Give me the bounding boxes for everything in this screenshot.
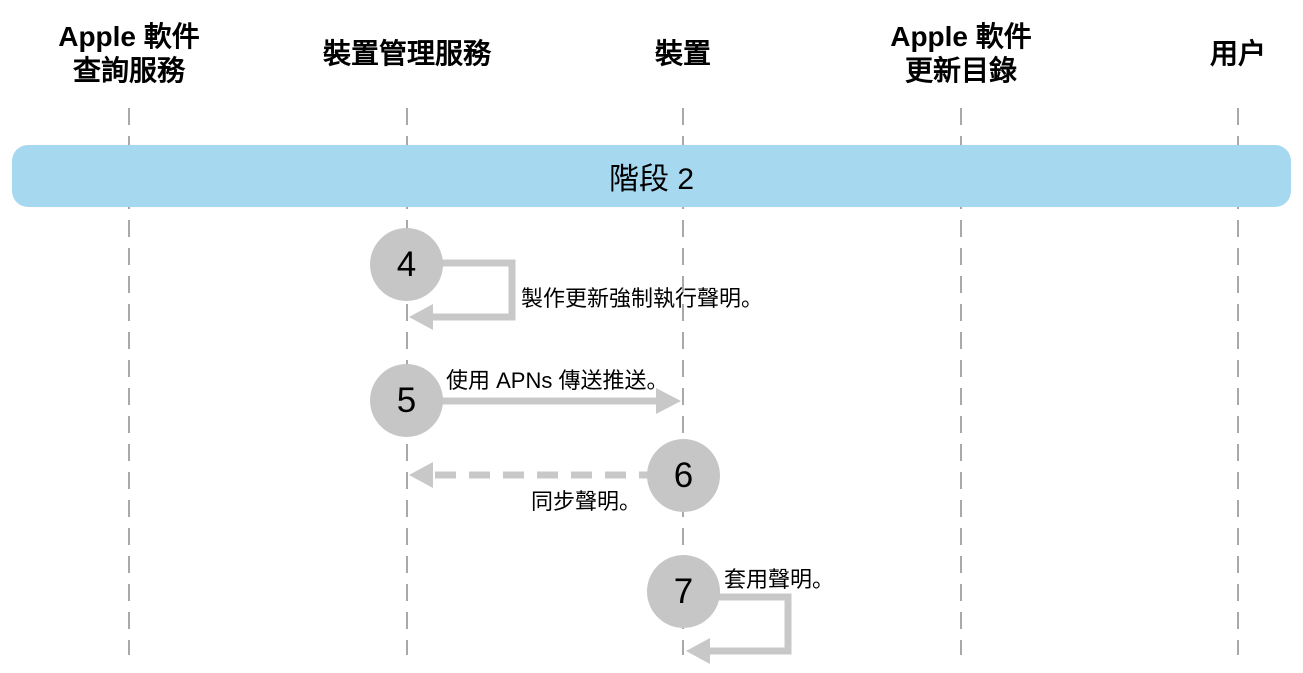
step7-label: 套用聲明。 — [724, 567, 835, 592]
lifeline-header-apple-software-lookup-service: Apple 軟件 查詢服務 — [58, 21, 200, 86]
step7-arrowhead-icon — [686, 638, 710, 664]
step7-self-loop-line — [683, 593, 792, 655]
phase-banner: 階段 2 — [12, 145, 1291, 207]
lifeline-header-user: 用户 — [1209, 38, 1266, 69]
lifeline-header-device: 裝置 — [654, 38, 711, 69]
step4-arrowhead-icon — [409, 304, 433, 330]
phase-banner-label: 階段 2 — [608, 163, 695, 196]
step6-circle: 6 — [647, 439, 720, 512]
step4-label: 製作更新強制執行聲明。 — [521, 286, 764, 311]
step4-circle: 4 — [370, 228, 443, 301]
step5-circle: 5 — [370, 364, 443, 437]
step7-circle: 7 — [647, 555, 720, 628]
lifeline-header-apple-software-update-catalog: Apple 軟件 更新目錄 — [890, 21, 1032, 86]
step5-arrowhead-icon — [656, 388, 681, 414]
step6-arrowhead-icon — [409, 462, 433, 488]
step5-label: 使用 APNs 傳送推送。 — [446, 368, 669, 393]
step6-label: 同步聲明。 — [531, 489, 642, 514]
lifeline-header-device-management-service: 裝置管理服務 — [322, 38, 491, 69]
step4-self-loop-line — [406, 259, 516, 321]
